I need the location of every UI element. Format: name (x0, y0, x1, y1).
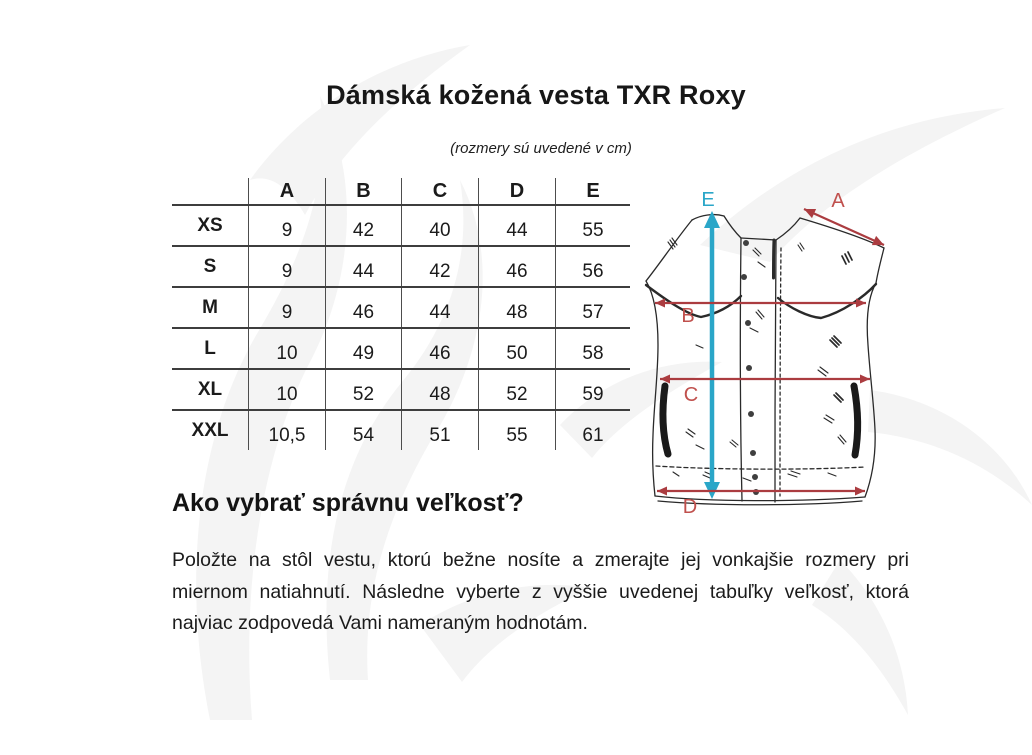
guide-heading: Ako vybrať správnu veľkosť? (172, 489, 524, 517)
column-header-d: D (479, 178, 556, 204)
cell-value: 55 (582, 220, 604, 241)
table-corner-cell (172, 178, 249, 204)
size-table: A B C D E XS 9 42 40 44 55 S 9 44 42 46 … (172, 178, 630, 450)
cell-value: 9 (249, 288, 326, 327)
vest-sketch (644, 213, 885, 506)
cell-value: 46 (326, 288, 402, 327)
measure-arrow-b (655, 298, 866, 308)
cell-value: 56 (582, 261, 604, 282)
measure-label-a: A (831, 190, 845, 212)
cell-value: 52 (479, 370, 556, 409)
cell-value: 57 (582, 302, 604, 323)
cell-value: 40 (402, 206, 479, 245)
cell-value: 10,5 (249, 411, 326, 450)
table-row: XXL 10,5 54 51 55 61 (172, 409, 630, 450)
column-header-a: A (249, 178, 326, 204)
sketch-hatching (667, 237, 853, 482)
size-label: XS (172, 206, 249, 245)
measure-label-b: B (681, 305, 694, 327)
button-row (741, 240, 759, 495)
cell-value: 10 (249, 370, 326, 409)
cell-value: 44 (402, 288, 479, 327)
table-row: L 10 49 46 50 58 (172, 327, 630, 368)
size-label: M (172, 288, 249, 327)
table-row: XL 10 52 48 52 59 (172, 368, 630, 409)
measure-label-c: C (684, 384, 698, 406)
measure-arrow-d (657, 486, 865, 496)
cell-value: 42 (402, 247, 479, 286)
table-row: S 9 44 42 46 56 (172, 245, 630, 286)
cell-value: 9 (249, 247, 326, 286)
cell-value: 51 (402, 411, 479, 450)
measure-arrow-c (660, 374, 870, 384)
column-header-c: C (402, 178, 479, 204)
cell-value: 59 (582, 384, 604, 405)
cell-value: 9 (249, 206, 326, 245)
size-label: L (172, 329, 249, 368)
cell-value: 58 (582, 343, 604, 364)
cell-value: 10 (249, 329, 326, 368)
measure-label-d: D (683, 496, 697, 518)
column-header-e: E (586, 179, 600, 202)
table-row: M 9 46 44 48 57 (172, 286, 630, 327)
cell-value: 46 (402, 329, 479, 368)
cell-value: 50 (479, 329, 556, 368)
measure-arrow-e (704, 211, 720, 499)
column-header-b: B (326, 178, 402, 204)
table-row: XS 9 42 40 44 55 (172, 204, 630, 245)
page-title: Dámská kožená vesta TXR Roxy (326, 80, 746, 110)
unit-note: (rozmery sú uvedené v cm) (450, 140, 632, 157)
cell-value: 48 (402, 370, 479, 409)
size-label: XXL (172, 411, 249, 450)
size-label: S (172, 247, 249, 286)
size-label: XL (172, 370, 249, 409)
cell-value: 55 (479, 411, 556, 450)
cell-value: 61 (582, 425, 604, 446)
cell-value: 44 (479, 206, 556, 245)
cell-value: 44 (326, 247, 402, 286)
cell-value: 48 (479, 288, 556, 327)
cell-value: 54 (326, 411, 402, 450)
measure-arrow-a (803, 207, 885, 247)
cell-value: 46 (479, 247, 556, 286)
cell-value: 52 (326, 370, 402, 409)
vest-measurement-diagram: E A B C D (644, 190, 885, 518)
measure-label-e: E (701, 190, 714, 211)
cell-value: 42 (326, 206, 402, 245)
cell-value: 49 (326, 329, 402, 368)
guide-paragraph: Položte na stôl vestu, ktorú bežne nosít… (172, 549, 909, 634)
table-header-row: A B C D E (172, 178, 630, 204)
